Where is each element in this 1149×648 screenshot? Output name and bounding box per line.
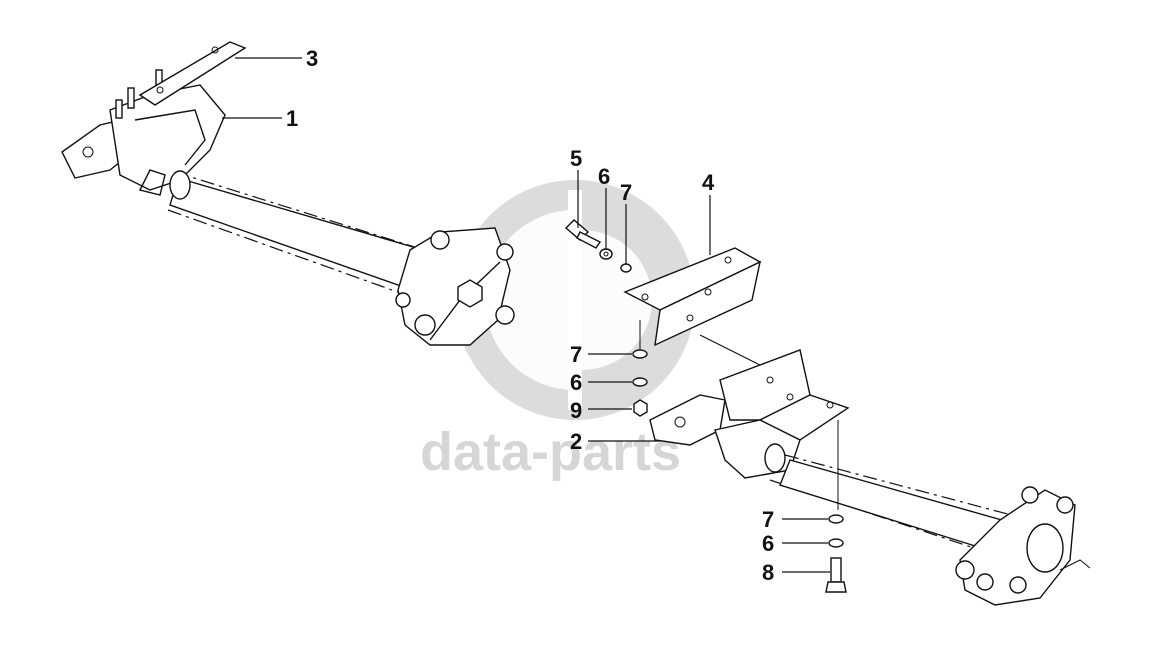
left-wheel-hub bbox=[395, 227, 515, 346]
callout-3: 3 bbox=[306, 46, 318, 71]
callout-4: 4 bbox=[702, 170, 715, 195]
callout-6-lower: 6 bbox=[762, 531, 774, 556]
lower-bolt-stack bbox=[825, 420, 847, 593]
callout-7-lower: 7 bbox=[762, 507, 774, 532]
callout-5: 5 bbox=[570, 146, 582, 171]
top-plate bbox=[138, 41, 247, 106]
callout-6-middle: 6 bbox=[570, 370, 582, 395]
callout-7-upper: 7 bbox=[620, 180, 632, 205]
upper-angle-bracket bbox=[623, 247, 762, 347]
left-axle-beam bbox=[167, 171, 441, 301]
upper-bolt-assembly bbox=[564, 219, 632, 273]
callout-2: 2 bbox=[570, 429, 582, 454]
callout-labels: 3 1 5 6 7 4 7 6 9 2 7 6 8 bbox=[286, 46, 774, 585]
lower-nut-stack bbox=[632, 320, 648, 417]
callout-8: 8 bbox=[762, 560, 774, 585]
callout-7-middle: 7 bbox=[570, 342, 582, 367]
right-wheel-hub bbox=[955, 486, 1091, 606]
left-mounting-bracket bbox=[61, 69, 226, 200]
watermark-text: data-parts bbox=[420, 422, 681, 482]
leader-lines bbox=[222, 57, 830, 573]
callout-1: 1 bbox=[286, 106, 298, 131]
right-mounting-bracket bbox=[649, 349, 850, 479]
callout-9: 9 bbox=[570, 398, 582, 423]
callout-6-upper: 6 bbox=[598, 164, 610, 189]
